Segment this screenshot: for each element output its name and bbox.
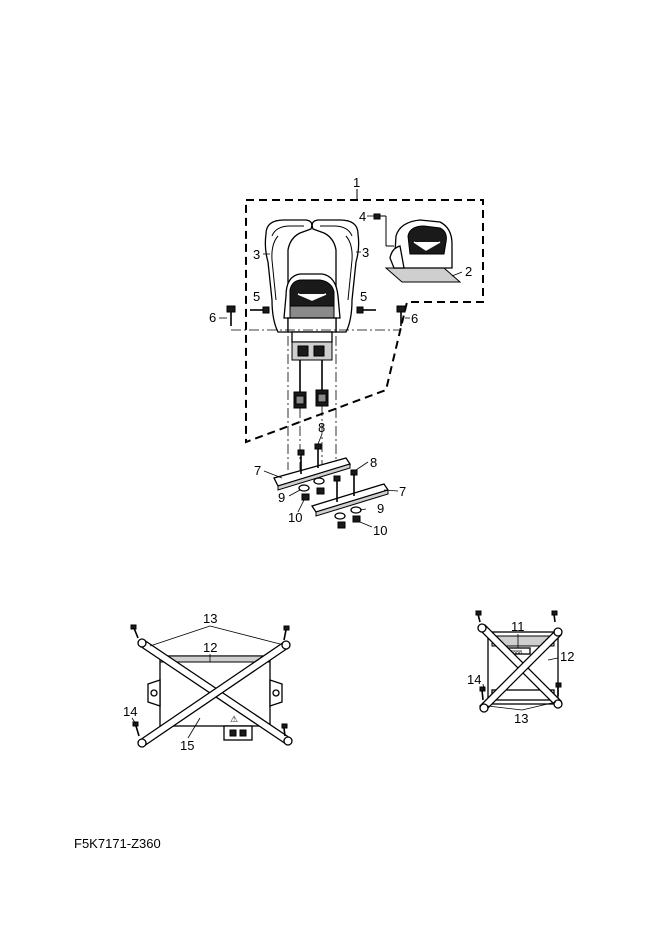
callout-8-right: 8: [370, 455, 377, 470]
callout-3-left: 3: [253, 247, 260, 262]
callout-10-left: 10: [288, 510, 302, 525]
assembly-boundary: [245, 199, 484, 444]
side-cover-right: [311, 219, 360, 333]
callout-1: 1: [353, 175, 360, 190]
mounting-plate-lower: [310, 483, 390, 517]
leaders-top: [219, 215, 463, 319]
callout-14-left: 14: [123, 704, 137, 719]
callout-9-left: 9: [278, 490, 285, 505]
callout-9-right: 9: [377, 501, 384, 516]
callout-11: 11: [511, 619, 525, 634]
leaders-lower: [263, 433, 399, 528]
alignment-lines: [231, 329, 401, 470]
bolt-6-left: [226, 305, 236, 326]
callout-10-right: 10: [373, 523, 387, 538]
callout-2: 2: [465, 264, 472, 279]
callout-6-left: 6: [209, 310, 216, 325]
callout-8-top: 8: [318, 420, 325, 435]
callout-7-bottom: 7: [399, 484, 406, 499]
leaders-bottom-left: [131, 625, 281, 739]
callout-3-right: 3: [362, 245, 369, 260]
bolts-8: [297, 443, 358, 502]
side-cover-left: [264, 219, 313, 333]
callout-15: 15: [180, 738, 194, 753]
callout-5-right: 5: [360, 289, 367, 304]
callout-7-top: 7: [254, 463, 261, 478]
screw-5-left: [250, 306, 270, 314]
remote-control-top: [384, 219, 462, 283]
callout-13-right: 13: [514, 711, 528, 726]
drawing-code: F5K7171-Z360: [74, 836, 161, 851]
screw-4: [373, 213, 394, 247]
callout-6-right: 6: [411, 311, 418, 326]
control-unit-alt-view: 8888: [475, 610, 563, 713]
callout-12-right: 12: [560, 649, 574, 664]
callout-4: 4: [359, 209, 366, 224]
screw-5-right: [356, 306, 376, 314]
bolt-6-right: [396, 305, 406, 326]
nuts-10: [301, 487, 361, 529]
washers-9: [298, 477, 362, 520]
callout-5-left: 5: [253, 289, 260, 304]
control-unit-front-view: ⚠: [130, 624, 293, 748]
callout-14-right: 14: [467, 672, 481, 687]
callout-13-left: 13: [203, 611, 217, 626]
leaders-bottom-right: [482, 634, 559, 711]
svg-text:8888: 8888: [510, 650, 522, 656]
remote-control-box: [283, 273, 341, 409]
svg-text:⚠: ⚠: [230, 715, 238, 725]
callout-12-left: 12: [203, 640, 217, 655]
mounting-plate-upper: [273, 457, 352, 491]
